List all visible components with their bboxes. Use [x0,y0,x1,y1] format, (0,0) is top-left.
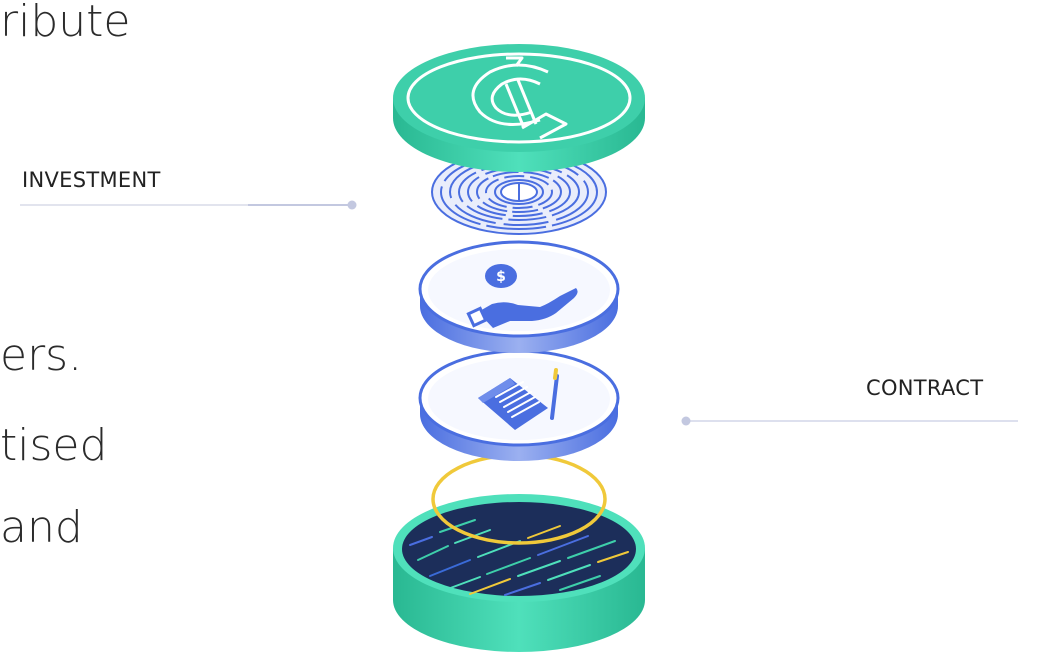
investment-disc: $ [418,240,620,353]
crypto-coin-icon [471,56,568,140]
paragraph-fragment-1: ribute [0,0,131,44]
data-base-disc [393,494,645,652]
paragraph-fragment-4: and [0,506,83,550]
investment-connector [20,200,357,210]
dollar-sign-glyph: $ [496,269,506,285]
paragraph-fragment-2: ers. [0,334,83,378]
maze-disc-icon [431,149,607,235]
contract-disc [418,349,620,461]
hand-dollar-icon: $ [466,264,578,328]
contract-connector [681,416,1018,426]
contract-label: CONTRACT [866,376,984,400]
investment-label: INVESTMENT [22,168,161,192]
document-pen-icon [478,368,559,430]
paragraph-fragment-3: tised [0,424,108,468]
coin-disc [393,44,645,172]
